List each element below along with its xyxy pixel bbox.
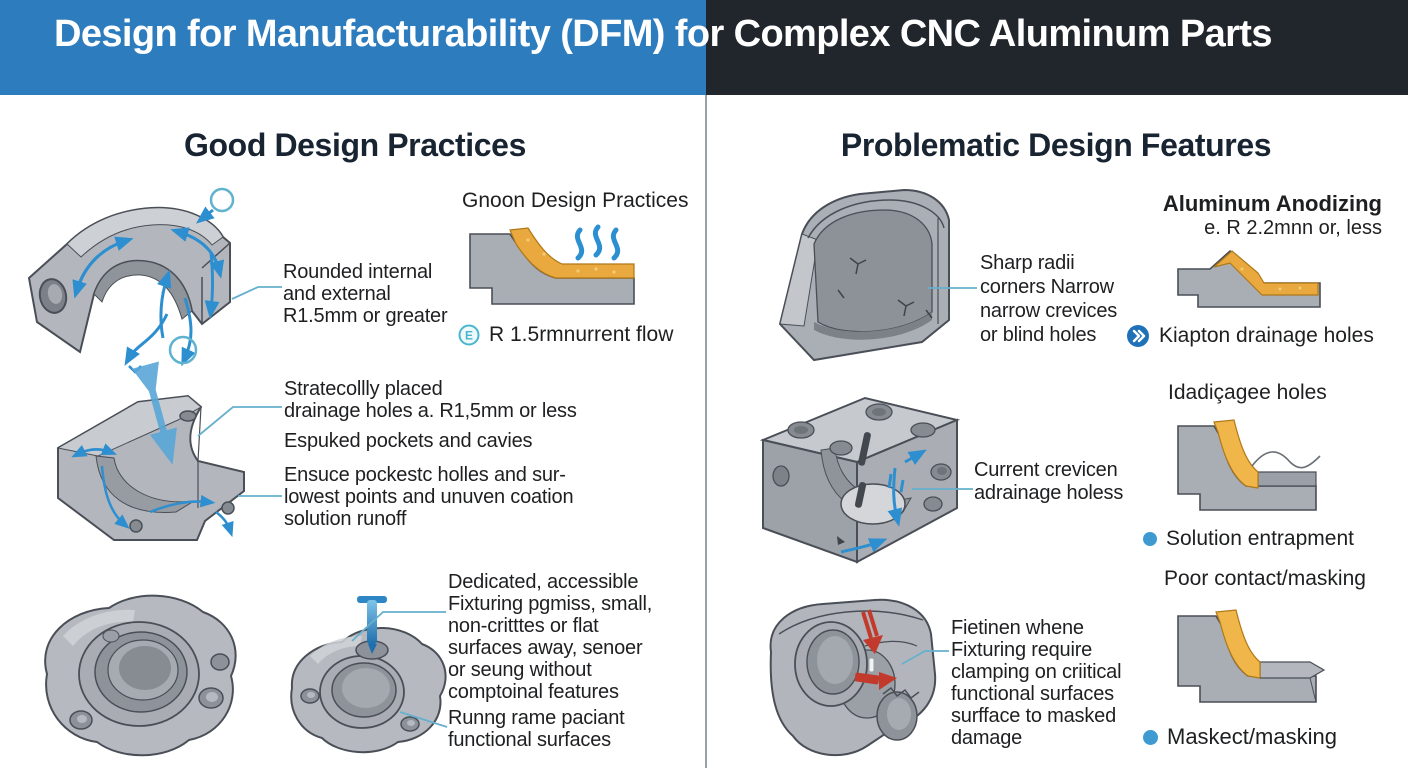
part-large-flange-illustration [44,594,237,757]
inset-anodizing-subtitle: e. R 2.2mnn or, less [1204,217,1382,239]
circled-e-icon: E [458,324,480,346]
page-title: Design for Manufacturability (DFM) for C… [54,13,1273,55]
left-column-heading: Good Design Practices [184,127,526,163]
svg-text:E: E [465,329,473,343]
pin-mark [868,657,875,673]
anodize-coating [509,227,635,279]
note-pockets: Espuked pockets and cavies [284,430,533,452]
trapped-fluid-arrows [840,449,927,554]
inset-holes-caption-row: Solution entrapment [1143,527,1354,551]
inset-holes-caption: Solution entrapment [1166,527,1354,550]
blind-slot [854,482,867,508]
inset-anodizing-title: Aluminum Anodizing [1162,191,1382,216]
arrow-circle-icon [1127,325,1149,347]
inset-anodizing-caption-row: Kiapton drainage holes [1126,324,1374,348]
inset-anodizing-diagram [1177,249,1321,308]
clamping-damage-arrows [854,609,897,690]
header-blue-band [0,0,706,95]
bullet-icon [1143,532,1157,546]
inset-masking-diagram [1177,609,1326,703]
bullet-icon [1143,729,1158,745]
inset-good-caption: R 1.5rmnurrent flow [489,323,674,346]
solution-wave-line [1251,451,1321,469]
right-column-heading: Problematic Design Features [840,127,1272,163]
part-small-flange-illustration [290,596,447,754]
inset-anodizing-caption: Kiapton drainage holes [1159,324,1374,347]
swirl-icon [209,187,235,213]
anodize-coating [1213,419,1259,489]
note-runoff: Ensuce pockestc holles and sur-lowest po… [284,464,574,530]
part-crevice-block-illustration [759,396,961,564]
inset-masking-caption: Maskect/masking [1167,724,1337,749]
inset-holes-diagram [1177,419,1321,511]
part-rounded-clamp-illustration [27,187,235,374]
column-divider [705,95,707,768]
inset-anodizing-header: Aluminum Anodizing e. R 2.2mnn or, less [1157,191,1382,240]
crack-line [882,686,920,700]
swirl-icon [168,335,198,365]
inset-good-diagram [469,224,635,305]
inset-good-caption-row: E R 1.5rmnurrent flow [458,323,673,347]
anodize-coating [1213,250,1319,296]
part-scoop-block-illustration [56,361,245,541]
inset-holes-title: Idadiçagee holes [1168,381,1327,404]
part-clamped-flange-illustration [769,598,937,757]
inset-masking-title: Poor contact/masking [1164,567,1366,590]
inset-masking-caption-row: Maskect/masking [1143,724,1337,750]
blind-slot [858,432,871,466]
heat-flow-icon [574,224,621,261]
drainage-arrows [71,361,234,538]
part-curved-shell-illustration [778,188,950,362]
inset-good-title: Gnoon Design Practices [462,189,689,212]
flow-arrows [72,227,225,374]
crack-marks [837,257,933,319]
header-dark-band [706,0,1408,95]
